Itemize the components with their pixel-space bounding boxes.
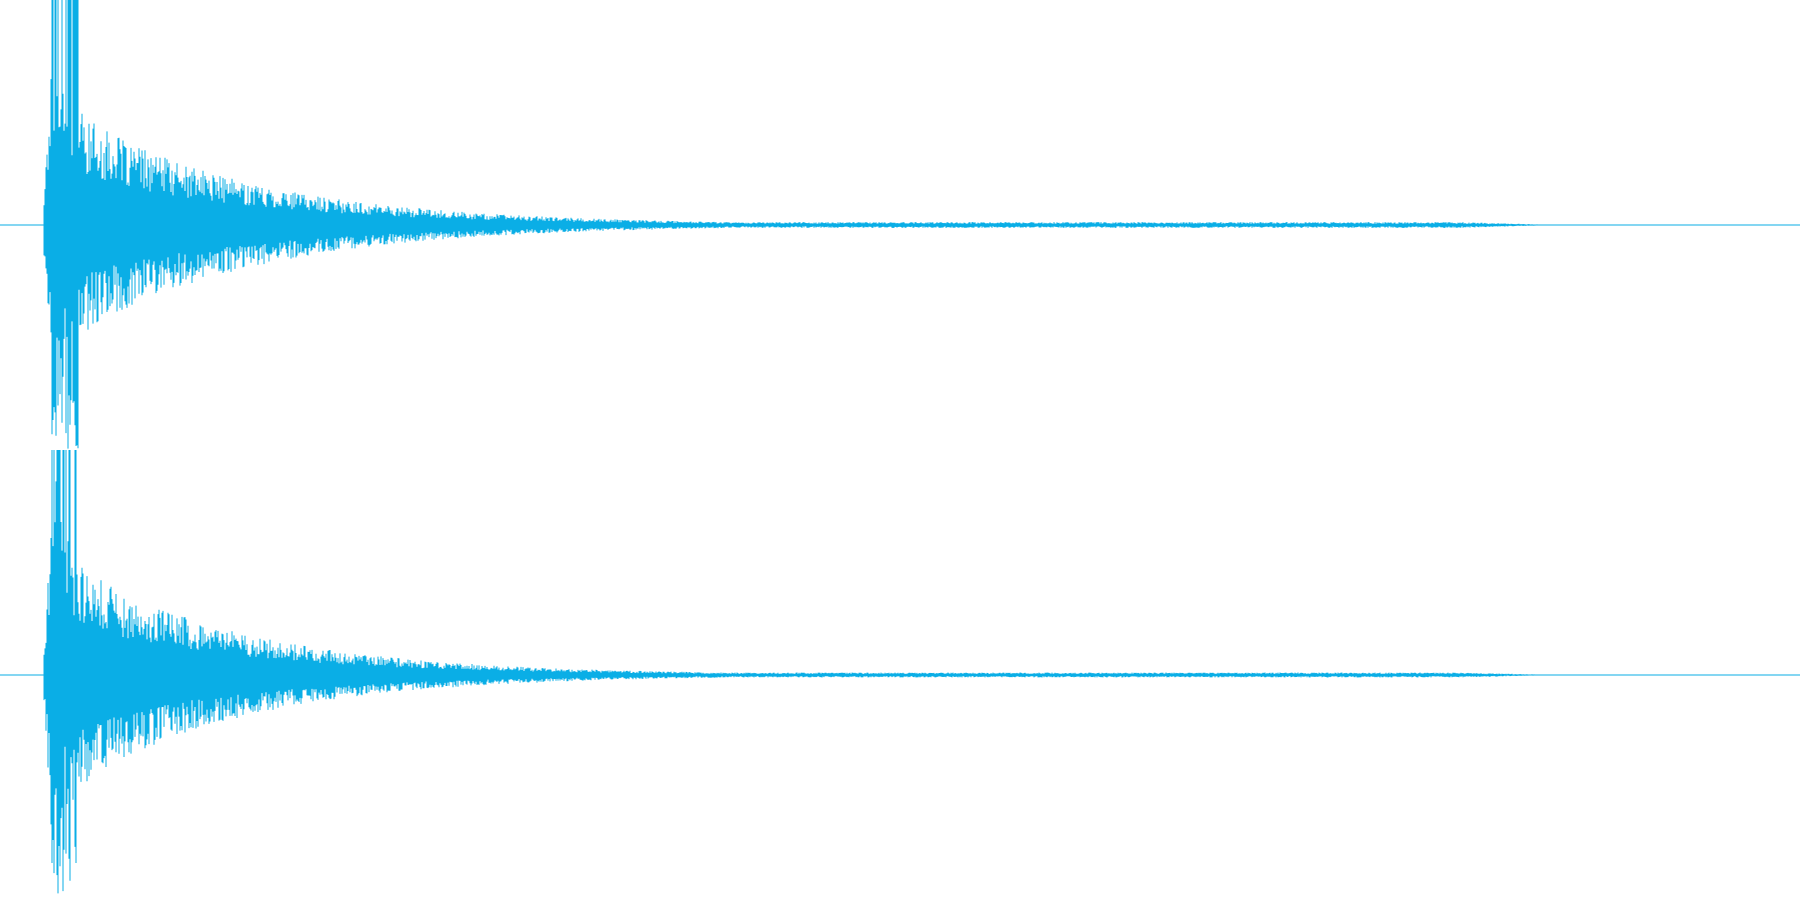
waveform-channel-1 (0, 0, 1800, 449)
waveform-channel-2 (0, 450, 1800, 894)
channel-2-waveform (0, 450, 1557, 894)
channel-1-waveform (0, 0, 1559, 449)
